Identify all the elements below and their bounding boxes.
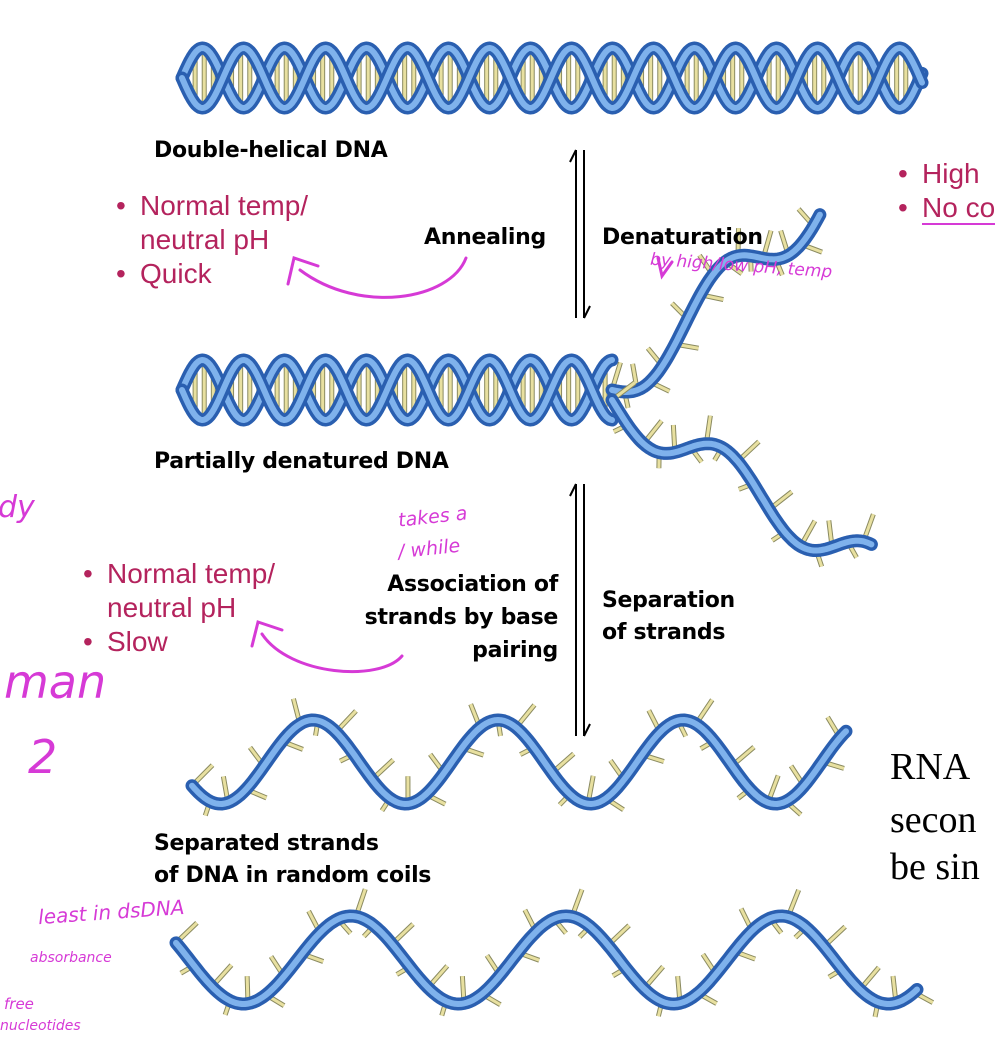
arrow-head-up [569,149,577,163]
handwriting-nucleotides: nucleotides [0,1018,81,1034]
separated-strand-lower [169,888,935,1018]
label-separated-strands-1: Separated strands [154,831,379,856]
notes-annealing-conditions: •Normal temp/ neutral pH •Quick [116,189,308,291]
notes-denaturation-conditions: •High •No co [898,157,996,225]
handwriting-left-top: dy [0,490,35,525]
note-item-continued: neutral pH [107,592,237,623]
label-partially-denatured-dna: Partially denatured DNA [154,449,449,474]
label-association-3: pairing [472,638,558,663]
curved-arrow-association-head [250,620,284,648]
label-association-2: strands by base [364,605,559,630]
partial-helix-middle [175,207,878,568]
rna-text-line3: be sin [890,846,980,888]
note-item-continued: neutral pH [140,224,270,255]
backbone-strand-front-highlight [179,45,925,111]
label-separation-1: Separation [602,588,735,613]
backbone-strand-back-highlight [179,357,615,423]
handwriting-man: man [4,655,107,709]
note-item: •High [898,158,980,189]
curved-arrow-annealing [298,256,468,299]
label-double-helical-dna: Double-helical DNA [154,138,388,163]
arrow-head-down [583,305,591,319]
label-separated-strands-2: of DNA in random coils [154,863,432,888]
note-item: •No co [898,192,996,225]
backbone-strand-front-highlight [179,357,615,423]
separated-strand-upper [185,698,853,817]
single-strand-backbone [605,393,878,557]
handwriting-two: 2 [28,730,58,784]
label-separation-2: of strands [602,620,726,645]
single-strand-backbone-highlight [173,913,920,1007]
rna-text-line1: RNA [890,746,971,788]
single-strand-backbone-highlight [609,211,823,395]
handwriting-free: free [4,995,34,1013]
double-helix-top [175,41,929,115]
curved-arrow-annealing-head [286,256,320,286]
handwriting-absorbance: absorbance [30,950,112,966]
equilibrium-arrows [569,149,591,737]
curved-arrow-association [260,632,404,673]
note-item: •Slow [83,626,168,657]
single-strand-backbone-highlight [609,397,875,554]
rna-text-line2: secon [890,799,977,841]
notes-association-conditions: •Normal temp/ neutral pH •Slow [83,557,275,659]
arrow-head-up [569,483,577,497]
label-annealing: Annealing [424,225,546,250]
single-strand-backbone-highlight [189,717,849,807]
label-denaturation: Denaturation [602,225,763,250]
note-item: •Normal temp/ [116,190,309,221]
handwriting-strokes [250,256,674,673]
note-item: •Quick [116,258,212,289]
check-arrow-down [656,256,674,280]
arrow-head-down [583,723,591,737]
label-association-1: Association of [387,572,558,597]
note-item: •Normal temp/ [83,558,276,589]
